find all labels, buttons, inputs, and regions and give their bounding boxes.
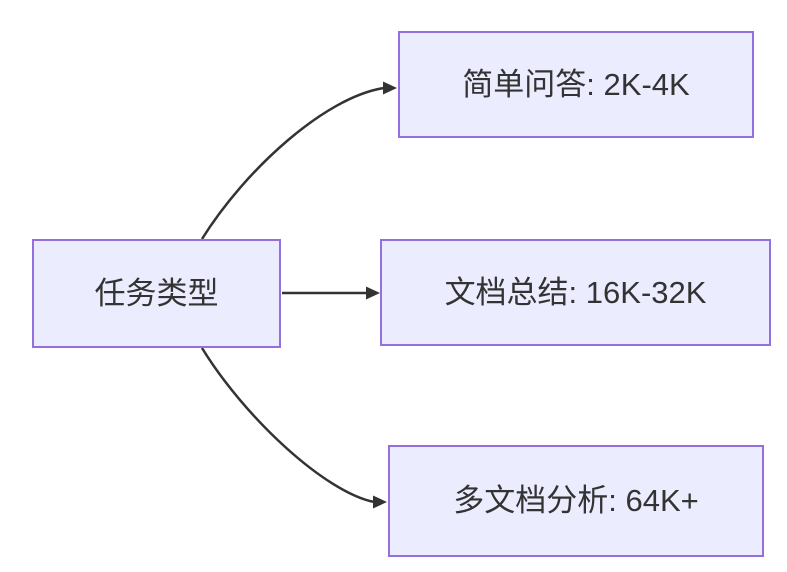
node-multi-doc-analysis-label: 多文档分析: 64K+ xyxy=(453,483,699,519)
arrowhead-doc-summary xyxy=(366,286,380,300)
node-task-type-label: 任务类型 xyxy=(94,275,219,311)
node-doc-summary-label: 文档总结: 16K-32K xyxy=(444,274,707,310)
arrowhead-simple-qa xyxy=(383,81,397,95)
node-simple-qa-label: 简单问答: 2K-4K xyxy=(462,66,690,102)
node-doc-summary: 文档总结: 16K-32K xyxy=(380,239,771,346)
edge-task-to-multi-doc xyxy=(200,347,375,504)
node-task-type: 任务类型 xyxy=(32,239,281,348)
node-multi-doc-analysis: 多文档分析: 64K+ xyxy=(388,445,764,557)
node-simple-qa: 简单问答: 2K-4K xyxy=(398,31,754,138)
arrowhead-multi-doc xyxy=(373,495,387,509)
edge-task-to-simple-qa xyxy=(200,86,385,240)
